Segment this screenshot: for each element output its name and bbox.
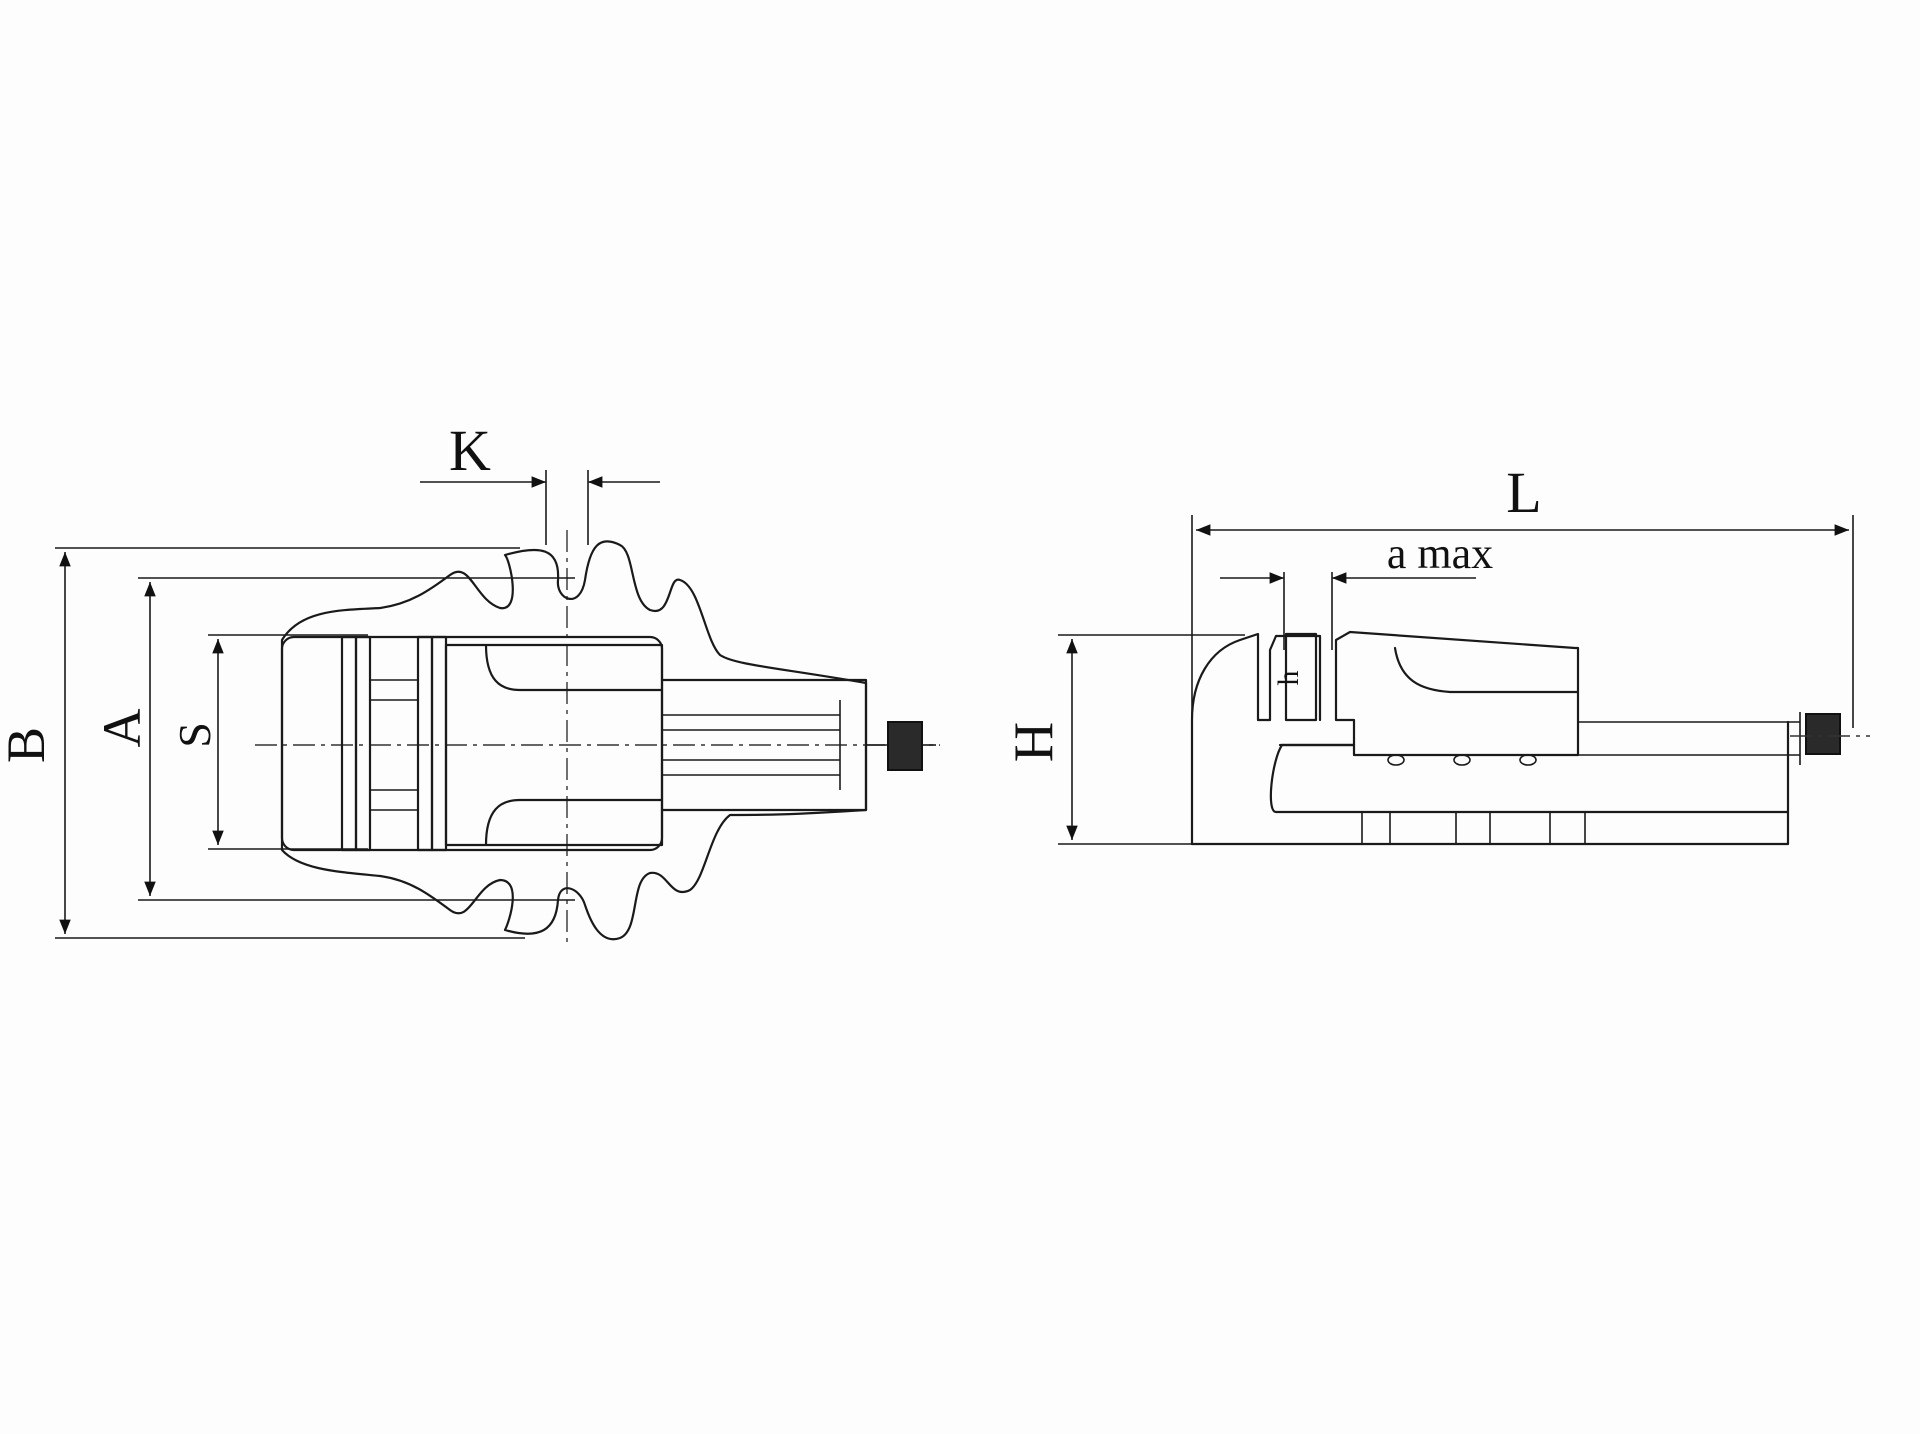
jaw-screw-1 xyxy=(1387,754,1405,766)
jaw-slide-body xyxy=(444,643,664,847)
moving-jaw-plate-1 xyxy=(416,635,434,852)
moving-jaw-side xyxy=(1334,630,1580,757)
jaw-screw-2 xyxy=(1453,754,1471,766)
jaw-screw-3 xyxy=(1519,754,1537,766)
label-A: A xyxy=(92,709,152,748)
side-view: L a max H h xyxy=(1003,460,1870,846)
moving-jaw-contour xyxy=(1393,646,1580,694)
knurled-screw-head xyxy=(887,721,923,771)
label-B: B xyxy=(0,727,56,763)
fixed-jaw-plate-2 xyxy=(354,635,372,852)
label-K: K xyxy=(449,418,491,483)
label-L: L xyxy=(1506,460,1541,525)
top-view: B A S K xyxy=(0,418,940,945)
moving-jaw-plate-2 xyxy=(430,635,448,852)
label-h: h xyxy=(1272,671,1305,686)
vise-body-top xyxy=(280,635,664,852)
label-H: H xyxy=(1003,722,1065,762)
label-a-max: a max xyxy=(1387,529,1493,578)
label-S: S xyxy=(169,722,220,748)
knurled-screw-head-side xyxy=(1805,713,1841,755)
fixed-jaw-side xyxy=(1190,632,1322,846)
jaw-insert xyxy=(1284,632,1318,722)
fixed-jaw-plate-1 xyxy=(340,635,358,852)
